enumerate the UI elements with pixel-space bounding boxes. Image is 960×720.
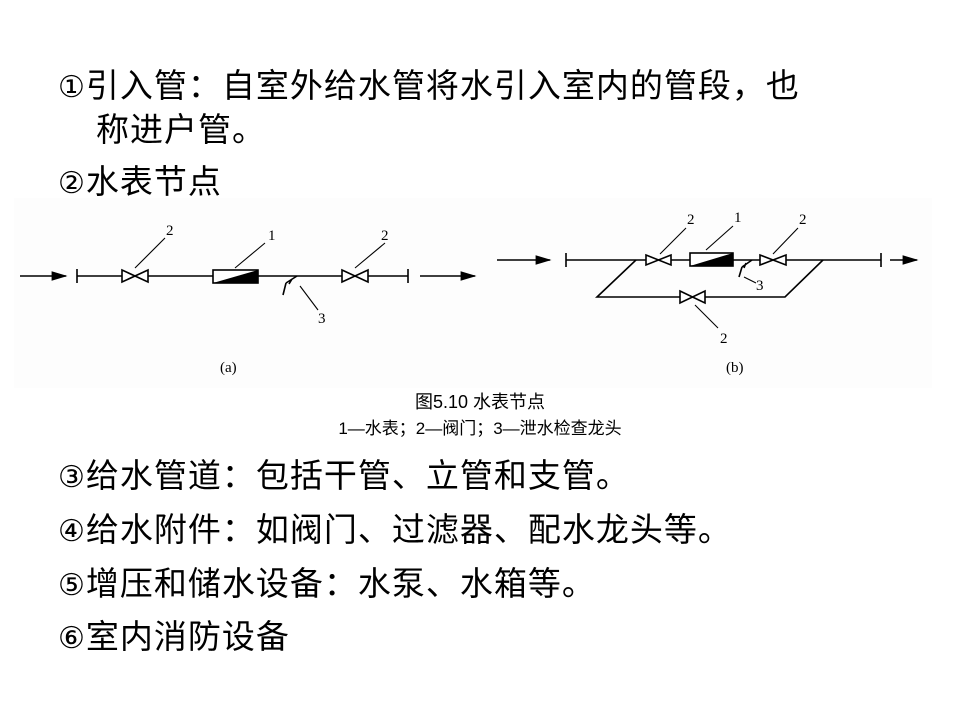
bypass-valve-icon: [679, 289, 706, 305]
item-6-marker: ⑥: [58, 621, 86, 656]
valve-icon: [121, 268, 149, 284]
item-2: ②水表节点: [58, 162, 222, 204]
drain-tap-icon: [738, 259, 753, 278]
label-drain-tap: 3: [318, 311, 326, 327]
item-4-text: 给水附件：如阀门、过滤器、配水龙头等。: [85, 510, 732, 549]
item-4: ④给水附件：如阀门、过滤器、配水龙头等。: [58, 510, 732, 552]
label-valve: 2: [687, 212, 695, 228]
item-2-text: 水表节点: [85, 162, 222, 201]
label-meter: 1: [734, 210, 742, 226]
label-valve: 2: [381, 228, 389, 244]
item-5-marker: ⑤: [58, 568, 86, 603]
label-valve: 2: [720, 331, 728, 347]
item-3-marker: ③: [58, 460, 86, 495]
item-1-marker: ①: [58, 70, 86, 105]
label-valve: 2: [166, 223, 174, 239]
item-3-text: 给水管道：包括干管、立管和支管。: [85, 456, 630, 495]
valve-icon: [759, 253, 787, 267]
valve-icon: [645, 253, 672, 267]
label-valve: 2: [799, 212, 807, 228]
item-2-marker: ②: [58, 166, 86, 201]
figure-title: 图5.10 水表节点: [414, 392, 546, 412]
item-5: ⑤增压和储水设备：水泵、水箱等。: [58, 564, 596, 606]
item-6-text: 室内消防设备: [85, 617, 290, 656]
diagram-b: [497, 225, 919, 329]
figure-background: [14, 198, 932, 388]
subfigure-a-label: (a): [220, 360, 237, 376]
valve-icon: [341, 268, 369, 284]
item-1-text: 引入管：自室外给水管将水引入室内的管段，也: [85, 66, 800, 105]
subfigure-b-label: (b): [726, 360, 744, 376]
label-meter: 1: [268, 228, 276, 244]
item-5-text: 增压和储水设备：水泵、水箱等。: [85, 564, 596, 603]
item-6: ⑥室内消防设备: [58, 617, 290, 659]
item-1: ①引入管：自室外给水管将水引入室内的管段，也: [58, 66, 800, 108]
water-meter-node-diagram: 2 1 2 3 2 1 2 3 2: [20, 210, 919, 347]
label-drain-tap: 3: [756, 278, 764, 294]
item-1-continuation: 称进户管。: [96, 110, 266, 149]
item-3: ③给水管道：包括干管、立管和支管。: [58, 456, 630, 498]
drain-tap-icon: [282, 275, 298, 296]
item-4-marker: ④: [58, 514, 86, 549]
figure-legend: 1—水表；2—阀门；3—泄水检查龙头: [338, 419, 622, 438]
diagram-a: [20, 237, 477, 311]
